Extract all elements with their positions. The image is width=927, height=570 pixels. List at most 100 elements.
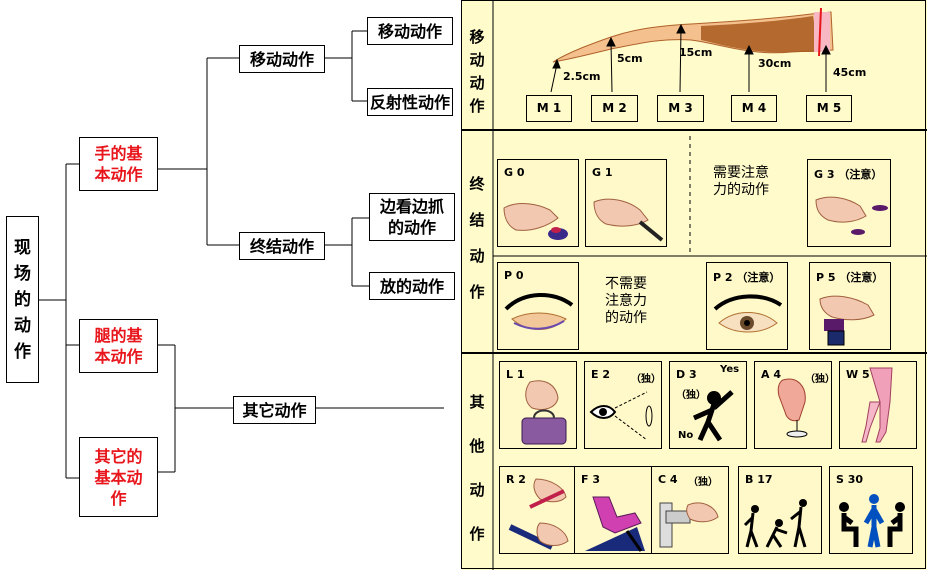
card-f3: F 3: [574, 466, 652, 554]
hand-regrasp-icon: [508, 478, 569, 550]
card-g3: G 3 （注意）: [807, 159, 891, 247]
d3-yes-label: Yes: [720, 364, 740, 375]
card-l1: L 1: [499, 361, 577, 449]
root-label: 现场的动作: [14, 237, 31, 362]
card-r2: R 2: [499, 466, 577, 554]
bend-figures-icon: [743, 499, 807, 548]
distance-m2: 5cm: [617, 52, 643, 65]
panel-grid: [461, 0, 927, 570]
code-c4-note: （独）: [688, 477, 718, 488]
place-node: 放的动作: [369, 272, 455, 300]
code-m5: M 5: [806, 95, 852, 122]
row-end-label: 终结动作: [469, 175, 485, 301]
eye-open-icon: [713, 294, 783, 333]
distance-m4: 30cm: [758, 57, 792, 70]
card-a4: A 4 （独）: [754, 361, 835, 449]
card-b17: B 17: [738, 466, 822, 554]
distance-m5: 45cm: [833, 66, 867, 79]
code-g1: G 1: [592, 166, 613, 179]
grab-look-node: 边看边抓的动作: [369, 193, 455, 241]
hand-basic-node: 手的基本动作: [79, 137, 158, 191]
code-m2: M 2: [591, 95, 638, 122]
attention-note: 需要注意力的动作: [713, 165, 769, 198]
card-p5: P 5 （注意）: [809, 262, 891, 350]
code-m3: M 3: [657, 95, 704, 122]
code-e2-note: （独）: [631, 374, 661, 385]
decide-figure-icon: [692, 390, 734, 442]
hand-apply-pressure-icon: [777, 378, 808, 438]
distance-m1: 2.5cm: [563, 70, 601, 83]
reference-panel: 移动动作 终结动作 其他动作 2.5cm 5cm 15cm 30cm 45cm …: [461, 0, 927, 570]
hand-basic-label: 手的基本动作: [94, 144, 143, 184]
code-l1: L 1: [506, 368, 525, 381]
code-p5-note: （注意）: [839, 271, 884, 284]
place-label: 放的动作: [379, 276, 444, 296]
code-p2-note: （注意）: [736, 271, 781, 284]
code-d3: D 3: [676, 368, 697, 381]
card-w5: W 5: [839, 361, 917, 449]
arm-illustration: [552, 7, 834, 63]
row-other-label: 其他动作: [469, 393, 485, 543]
code-p5-text: P 5: [816, 271, 836, 284]
reflex-node: 反射性动作: [367, 88, 453, 116]
foot-pedal-icon: [585, 496, 645, 552]
move-action-label: 移动动作: [377, 21, 442, 41]
code-p5: P 5 （注意）: [816, 269, 883, 285]
code-w5: W 5: [846, 368, 870, 381]
end-node: 终结动作: [239, 232, 325, 260]
code-c4: C 4: [658, 473, 678, 486]
sit-stand-figures-icon: [839, 494, 905, 548]
code-g3-text: G 3: [814, 168, 835, 181]
hand-press-icon: [503, 203, 568, 240]
card-p2: P 2 （注意）: [706, 262, 788, 350]
tree-connector-lines: [39, 30, 444, 479]
hand-place-icon: [819, 295, 875, 346]
eye-closed-icon: [504, 292, 574, 330]
hand-grab-icon: [593, 198, 664, 242]
leg-basic-label: 腿的基本动作: [94, 326, 143, 366]
code-s30: S 30: [836, 473, 864, 486]
other-basic-node: 其它的基本动作: [79, 437, 158, 517]
code-r2: R 2: [506, 473, 526, 486]
code-f3: F 3: [581, 473, 600, 486]
card-p0: P 0: [497, 262, 579, 350]
row-move-label: 移动动作: [469, 28, 485, 115]
other-node: 其它动作: [233, 396, 316, 424]
eye-travel-icon: [589, 391, 653, 441]
code-m4: M 4: [731, 95, 777, 122]
other-label: 其它动作: [242, 400, 307, 420]
hand-lift-weight-icon: [521, 380, 567, 445]
code-g3: G 3 （注意）: [814, 166, 882, 182]
hand-search-icon: [815, 196, 888, 235]
move-action-node: 移动动作: [367, 17, 453, 45]
movement-arrows: [550, 23, 831, 93]
end-label: 终结动作: [249, 236, 314, 256]
other-basic-label: 其它的基本动作: [94, 446, 143, 508]
card-g0: G 0: [497, 159, 579, 247]
card-g1: G 1: [585, 159, 667, 247]
code-p2: P 2 （注意）: [713, 269, 780, 285]
leg-basic-node: 腿的基本动作: [79, 319, 158, 373]
d3-no-label: No: [678, 430, 694, 441]
root-node: 现场的动作: [6, 216, 39, 383]
no-attention-note: 不需要注意力的动作: [605, 276, 647, 326]
reflex-label: 反射性动作: [369, 92, 450, 112]
card-e2: E 2 （独）: [584, 361, 662, 449]
code-a4-note: （独）: [805, 374, 835, 385]
card-s30: S 30: [829, 466, 913, 554]
card-c4: C 4 （独）: [651, 466, 729, 554]
distance-m3: 15cm: [679, 46, 713, 59]
code-g0: G 0: [504, 166, 525, 179]
grab-look-label: 边看边抓的动作: [379, 197, 444, 237]
code-e2: E 2: [591, 368, 610, 381]
code-m1: M 1: [526, 95, 572, 122]
crank-icon: [659, 502, 719, 548]
walking-legs-icon: [861, 367, 893, 443]
move-label: 移动动作: [249, 49, 314, 69]
code-d3-note: （独）: [676, 390, 706, 401]
code-p0: P 0: [504, 269, 524, 282]
code-g3-note: （注意）: [838, 168, 883, 181]
code-b17: B 17: [745, 473, 773, 486]
move-node: 移动动作: [239, 45, 325, 73]
card-d3: D 3 Yes （独） No: [669, 361, 747, 449]
